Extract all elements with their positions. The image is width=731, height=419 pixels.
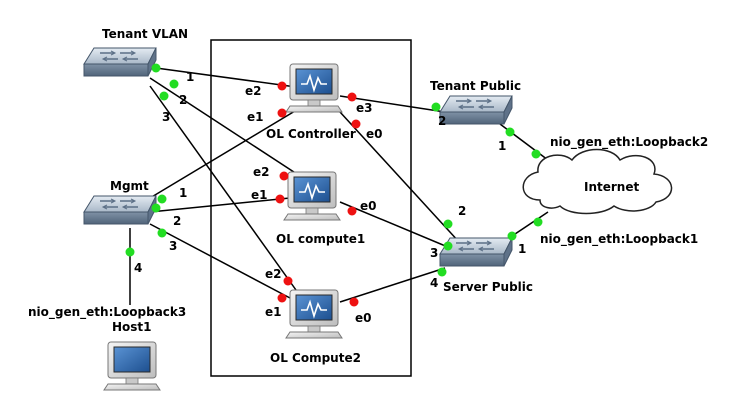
label-ol-controller: OL Controller (266, 127, 356, 141)
port-up-dot (443, 219, 453, 229)
port-label: 1 (518, 242, 526, 256)
port-label: 1 (498, 139, 506, 153)
link-controller-serverpublic[interactable] (339, 111, 461, 244)
switch-server-public[interactable] (439, 237, 513, 267)
port-label: e1 (247, 110, 264, 124)
internet-cloud-icon[interactable] (522, 148, 673, 215)
link-tenantvlan-controller[interactable] (155, 67, 297, 88)
port-label: 3 (169, 239, 177, 253)
port-label: 2 (438, 114, 446, 128)
port-up-dot (505, 127, 515, 137)
port-label: 3 (430, 246, 438, 260)
port-label: e2 (245, 84, 262, 98)
label-tenant-public: Tenant Public (430, 79, 521, 93)
port-down-dot (277, 81, 287, 91)
link-tenantvlan-compute2[interactable] (149, 85, 297, 291)
openstack-group-box (210, 39, 412, 377)
node-ol-compute2[interactable] (285, 289, 343, 339)
label-server-public: Server Public (443, 280, 533, 294)
port-up-dot (125, 247, 135, 257)
computer-icon (283, 171, 341, 221)
port-label: e1 (265, 305, 282, 319)
port-label: e1 (251, 188, 268, 202)
port-label: e2 (253, 165, 270, 179)
port-up-dot (151, 63, 161, 73)
link-mgmt-controller[interactable] (149, 107, 301, 199)
switch-icon (439, 237, 513, 267)
port-label: 1 (186, 70, 194, 84)
link-mgmt-compute2[interactable] (149, 223, 291, 299)
port-up-dot (437, 267, 447, 277)
switch-tenant-public[interactable] (439, 95, 513, 125)
port-up-dot (157, 194, 167, 204)
port-down-dot (283, 276, 293, 286)
port-down-dot (347, 92, 357, 102)
computer-icon (285, 289, 343, 339)
switch-tenant-vlan[interactable] (83, 47, 157, 77)
label-ol-compute1: OL compute1 (276, 232, 365, 246)
port-label: e2 (265, 267, 282, 281)
label-loopback1: nio_gen_eth:Loopback1 (540, 232, 698, 247)
switch-icon (83, 47, 157, 77)
link-compute2-serverpublic[interactable] (339, 267, 446, 303)
port-label: e0 (366, 127, 383, 141)
port-label: 4 (134, 261, 142, 275)
port-up-dot (151, 203, 161, 213)
computer-icon (285, 63, 343, 113)
port-up-dot (169, 79, 179, 89)
port-label: e0 (355, 311, 372, 325)
port-up-dot (507, 231, 517, 241)
port-label: 1 (179, 186, 187, 200)
port-up-dot (431, 102, 441, 112)
port-label: 2 (458, 204, 466, 218)
label-ol-compute2: OL Compute2 (270, 351, 361, 365)
port-up-dot (531, 149, 541, 159)
port-label: e3 (356, 101, 373, 115)
port-labels: 1 2 3 e2 e1 e3 e0 2 1 1 2 3 4 e2 e1 e0 2… (134, 70, 526, 325)
port-label: 3 (162, 110, 170, 124)
node-ol-compute1[interactable] (283, 171, 341, 221)
label-loopback3: nio_gen_eth:Loopback3 (28, 305, 186, 320)
switch-mgmt[interactable] (83, 195, 157, 225)
node-ol-controller[interactable] (285, 63, 343, 113)
label-internet: Internet (584, 180, 639, 194)
port-label: 2 (179, 93, 187, 107)
port-down-dot (351, 119, 361, 129)
link-mgmt-compute1[interactable] (149, 197, 291, 213)
port-up-dot (443, 241, 453, 251)
port-up-dot (157, 228, 167, 238)
port-down-dot (277, 293, 287, 303)
port-label: e0 (360, 199, 377, 213)
label-loopback2: nio_gen_eth:Loopback2 (550, 135, 708, 150)
port-dots (125, 63, 543, 307)
port-down-dot (275, 194, 285, 204)
port-label: 4 (430, 276, 438, 290)
port-up-dot (533, 217, 543, 227)
label-mgmt: Mgmt (110, 179, 149, 193)
switch-icon (439, 95, 513, 125)
link-tenantvlan-compute1[interactable] (149, 77, 301, 177)
port-down-dot (347, 206, 357, 216)
node-host1[interactable] (103, 341, 161, 391)
monitor-icon (103, 341, 161, 391)
link-compute1-serverpublic[interactable] (339, 201, 456, 251)
port-label: 2 (173, 214, 181, 228)
link-controller-tenantpublic[interactable] (339, 95, 446, 113)
port-down-dot (279, 171, 289, 181)
label-tenant-vlan: Tenant VLAN (102, 27, 188, 41)
port-up-dot (159, 91, 169, 101)
port-down-dot (349, 297, 359, 307)
label-host1: Host1 (112, 320, 152, 334)
port-down-dot (277, 108, 287, 118)
switch-icon (83, 195, 157, 225)
